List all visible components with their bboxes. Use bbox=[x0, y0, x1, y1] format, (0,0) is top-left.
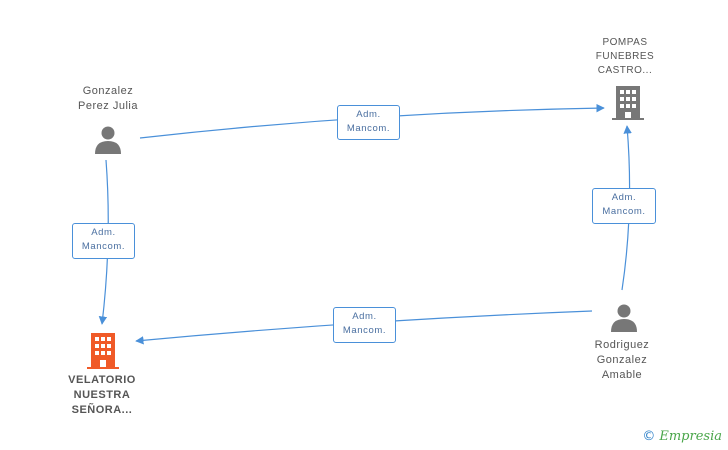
node-label-line: Gonzalez bbox=[596, 354, 648, 366]
brand-logo-text: Empresia bbox=[659, 429, 722, 444]
node-label-rodriguez[interactable]: Rodriguez Gonzalez Amable bbox=[572, 338, 672, 383]
node-label-line: FUNEBRES bbox=[595, 51, 655, 62]
node-label-line: VELATORIO bbox=[68, 374, 136, 386]
node-label-line: NUESTRA bbox=[73, 389, 131, 401]
person-icon[interactable] bbox=[609, 302, 639, 332]
edge-label-gonzalez-velatorio[interactable]: Adm. Mancom. bbox=[72, 223, 135, 259]
node-label-line: Perez Julia bbox=[78, 100, 138, 112]
edge-label-line: Mancom. bbox=[81, 241, 126, 252]
node-label-velatorio[interactable]: VELATORIO NUESTRA SEÑORA... bbox=[52, 373, 152, 418]
building-icon[interactable] bbox=[87, 333, 119, 369]
building-icon[interactable] bbox=[612, 86, 644, 120]
node-label-pompas[interactable]: POMPAS FUNEBRES CASTRO... bbox=[578, 36, 672, 78]
edge-label-rodriguez-velatorio[interactable]: Adm. Mancom. bbox=[333, 307, 396, 343]
node-label-line: POMPAS bbox=[602, 37, 648, 48]
edge-label-line: Adm. bbox=[352, 311, 377, 322]
node-label-line: Rodriguez bbox=[594, 339, 650, 351]
edge-label-line: Mancom. bbox=[342, 325, 387, 336]
edge-label-line: Adm. bbox=[356, 109, 381, 120]
edge-label-line: Mancom. bbox=[346, 123, 391, 134]
edge-label-rodriguez-pompas[interactable]: Adm. Mancom. bbox=[592, 188, 656, 224]
person-icon[interactable] bbox=[93, 124, 123, 154]
node-label-line: CASTRO... bbox=[597, 65, 653, 76]
node-label-line: Gonzalez bbox=[82, 85, 134, 97]
node-label-line: Amable bbox=[601, 369, 643, 381]
node-label-gonzalez[interactable]: Gonzalez Perez Julia bbox=[58, 84, 158, 114]
node-label-line: SEÑORA... bbox=[71, 404, 133, 416]
edge-label-gonzalez-pompas[interactable]: Adm. Mancom. bbox=[337, 105, 400, 140]
edge-label-line: Adm. bbox=[91, 227, 116, 238]
edge-label-line: Mancom. bbox=[602, 206, 646, 217]
brand-watermark: ©Empresia bbox=[642, 429, 722, 444]
edge-label-line: Adm. bbox=[611, 192, 637, 203]
copyright-symbol: © bbox=[642, 429, 656, 444]
